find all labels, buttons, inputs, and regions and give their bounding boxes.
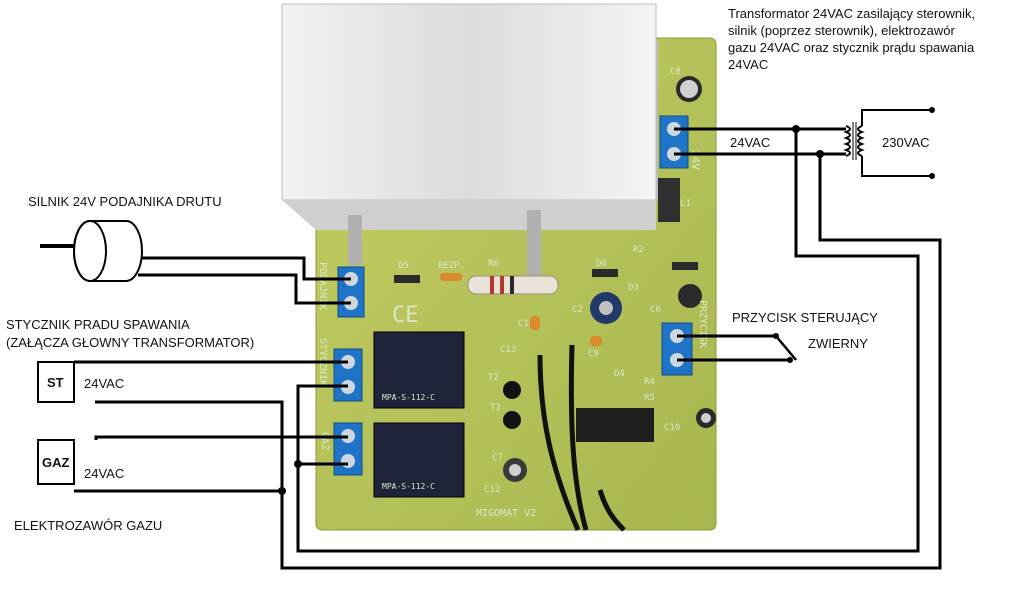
silk-t3: T3 — [490, 403, 501, 413]
relay-model-label: MPA-S-112-C — [382, 482, 435, 491]
silk-d6: D6 — [596, 259, 607, 269]
contactor-box: ST — [37, 361, 75, 403]
silk-c8: C8 — [670, 67, 681, 77]
gas-box: GAZ — [37, 439, 75, 485]
silk-r4: R4 — [644, 377, 655, 387]
relay-contactor: MPA-S-112-C — [373, 331, 465, 409]
silk-c1: C1 — [518, 319, 529, 329]
contactor-label-line2: (ZAŁĄCZA GŁOWNY TRANSFORMATOR) — [6, 335, 254, 350]
silk-c6: C6 — [650, 305, 661, 315]
motor-symbol — [40, 220, 143, 282]
silk-l1: L1 — [680, 199, 691, 209]
transformer-note-line3: gazu 24VAC oraz stycznik prądu spawania — [728, 40, 975, 55]
transformer-symbol — [843, 107, 935, 179]
silk-button: PRZYCISK — [697, 300, 708, 348]
motor-label: SILNIK 24V PODAJNIKA DRUTU — [28, 194, 222, 209]
silk-r6: R6 — [488, 259, 499, 269]
terminal-motor — [337, 266, 365, 318]
relay-model-label: MPA-S-112-C — [382, 393, 435, 402]
silk-t2: T2 — [488, 373, 499, 383]
contactor-box-label: ST — [47, 375, 64, 390]
gas-box-label: GAZ — [42, 455, 70, 470]
transformer-note-line1: Transformator 24VAC zasilający sterownik… — [728, 6, 975, 21]
silk-r2: R2 — [633, 245, 644, 255]
silk-d4: D4 — [614, 369, 625, 379]
button-label-line2: ZWIERNY — [808, 336, 868, 351]
relay-gas: MPA-S-112-C — [373, 422, 465, 498]
silk-gas: GAZ — [319, 432, 330, 450]
board-name: MIGOMAT V2 — [476, 508, 536, 519]
silk-c7: C7 — [492, 453, 503, 463]
wires — [74, 125, 942, 570]
button-label-line1: PRZYCISK STERUJĄCY — [732, 310, 878, 325]
heatsink — [281, 3, 658, 288]
silk-c12: C12 — [484, 485, 500, 495]
pcb-silkscreen: CE MIGOMAT V2 24V PODAJNIK STYCZNIK GAZ … — [317, 67, 708, 519]
silk-c10: C10 — [664, 423, 680, 433]
transformer-note-line2: silnik (poprzez sterownik), elektrozawór — [728, 23, 956, 38]
secondary-voltage-label: 24VAC — [730, 135, 770, 150]
silk-r5: R5 — [644, 393, 655, 403]
silk-c2: C2 — [572, 305, 583, 315]
silk-d3: D3 — [628, 283, 639, 293]
gas-voltage-label: 24VAC — [84, 466, 124, 481]
primary-voltage-label: 230VAC — [882, 135, 929, 150]
silk-motor: PODAJNIK — [317, 262, 328, 310]
silk-bezp: BEZP. — [438, 261, 465, 271]
terminal-gas — [333, 422, 363, 476]
silk-c9: C9 — [588, 349, 599, 359]
silk-d5: D5 — [398, 261, 409, 271]
pcb-components — [394, 76, 716, 532]
gas-valve-label: ELEKTROZAWÓR GAZU — [14, 518, 162, 533]
contactor-label-line1: STYCZNIK PRADU SPAWANIA — [6, 317, 190, 332]
transformer-note-line4: 24VAC — [728, 57, 768, 72]
ce-mark: CE — [392, 303, 419, 328]
push-button-symbol — [773, 333, 793, 363]
contactor-voltage-label: 24VAC — [84, 376, 124, 391]
silk-c13: C13 — [500, 345, 516, 355]
terminal-contactor — [333, 348, 363, 402]
terminal-24v — [659, 115, 689, 169]
terminal-button — [661, 322, 693, 376]
